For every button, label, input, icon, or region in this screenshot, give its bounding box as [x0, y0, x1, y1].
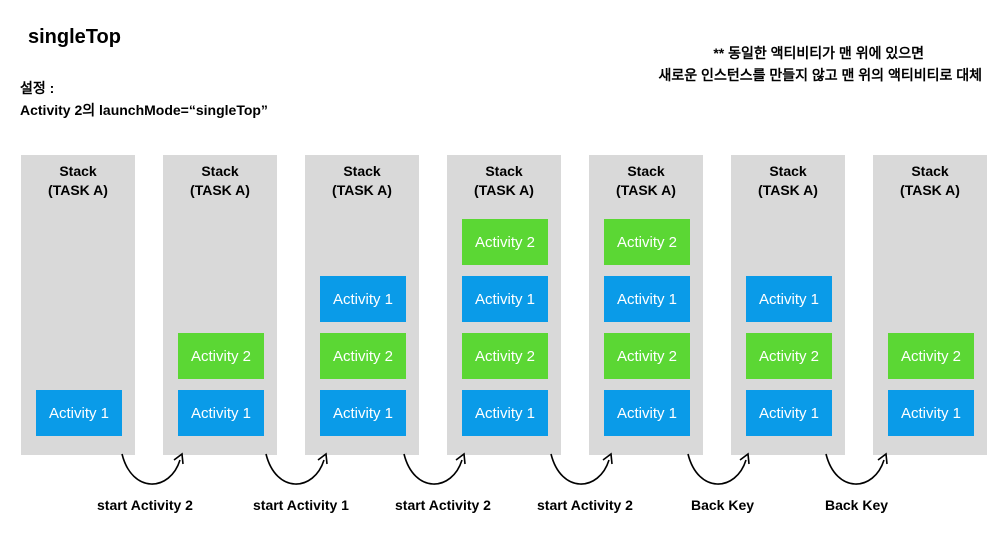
stack-title-line-2: (TASK A) [332, 182, 392, 198]
curved-arrow-icon [687, 452, 750, 485]
stack-5: Stack (TASK A) Activity 2 Activity 1 Activit… [589, 155, 703, 455]
diagram-title: singleTop [28, 26, 121, 48]
activity-box: Activity 1 [36, 390, 122, 436]
setting-label: 설정 : [20, 80, 55, 96]
activity-box: Activity 1 [746, 276, 832, 322]
activity-box: Activity 2 [462, 333, 548, 379]
activity-box: Activity 1 [604, 276, 690, 322]
stack-title-line-1: Stack [59, 163, 97, 179]
transition-label: Back Key [825, 497, 889, 513]
activity-box: Activity 2 [746, 333, 832, 379]
note-line-1: ** 동일한 액티비티가 맨 위에 있으면 [713, 45, 924, 61]
stack-title: Stack (TASK A) [163, 162, 277, 200]
stack-title-line-2: (TASK A) [758, 182, 818, 198]
activity-box: Activity 2 [462, 219, 548, 265]
curved-arrow-icon [825, 452, 888, 485]
transition-label: start Activity 2 [395, 497, 491, 513]
setting-value: Activity 2의 launchMode=“singleTop” [20, 102, 268, 118]
stack-title-line-2: (TASK A) [48, 182, 108, 198]
stack-title: Stack (TASK A) [447, 162, 561, 200]
stack-title: Stack (TASK A) [873, 162, 987, 200]
activity-box: Activity 1 [746, 390, 832, 436]
activity-box: Activity 2 [178, 333, 264, 379]
stack-title-line-2: (TASK A) [900, 182, 960, 198]
activity-box: Activity 1 [462, 276, 548, 322]
activity-box: Activity 1 [888, 390, 974, 436]
transition-label: start Activity 1 [253, 497, 349, 513]
activity-box: Activity 2 [320, 333, 406, 379]
setting-block: 설정 : Activity 2의 launchMode=“singleTop” [20, 77, 268, 121]
stack-title: Stack (TASK A) [305, 162, 419, 200]
stack-6: Stack (TASK A) Activity 1 Activity 2 Activit… [731, 155, 845, 455]
stack-3: Stack (TASK A) Activity 1 Activity 2 Activit… [305, 155, 419, 455]
stack-title-line-2: (TASK A) [190, 182, 250, 198]
stack-title-line-1: Stack [911, 163, 949, 179]
activity-box: Activity 1 [178, 390, 264, 436]
transition-label: Back Key [691, 497, 755, 513]
stack-title-line-1: Stack [343, 163, 381, 179]
activity-box: Activity 2 [604, 219, 690, 265]
stack-4: Stack (TASK A) Activity 2 Activity 1 Activit… [447, 155, 561, 455]
activity-box: Activity 2 [604, 333, 690, 379]
note-line-2: 새로운 인스턴스를 만들지 않고 맨 위의 액티비티로 대체 [658, 67, 982, 83]
activity-box: Activity 1 [320, 276, 406, 322]
stack-title-line-1: Stack [627, 163, 665, 179]
curved-arrow-icon [265, 452, 328, 485]
stack-title-line-1: Stack [201, 163, 239, 179]
transition-label: start Activity 2 [537, 497, 633, 513]
activity-box: Activity 1 [320, 390, 406, 436]
stack-title-line-2: (TASK A) [474, 182, 534, 198]
stack-title: Stack (TASK A) [731, 162, 845, 200]
stack-2: Stack (TASK A) Activity 2 Activity 1 [163, 155, 277, 455]
activity-box: Activity 1 [462, 390, 548, 436]
stack-title-line-1: Stack [485, 163, 523, 179]
stack-7: Stack (TASK A) Activity 2 Activity 1 [873, 155, 987, 455]
stack-1: Stack (TASK A) Activity 1 [21, 155, 135, 455]
curved-arrow-icon [550, 452, 613, 485]
activity-box: Activity 2 [888, 333, 974, 379]
note-block: ** 동일한 액티비티가 맨 위에 있으면 새로운 인스턴스를 만들지 않고 맨… [659, 42, 982, 86]
stack-title-line-2: (TASK A) [616, 182, 676, 198]
stack-title-line-1: Stack [769, 163, 807, 179]
curved-arrow-icon [121, 452, 184, 485]
stack-title: Stack (TASK A) [21, 162, 135, 200]
stack-title: Stack (TASK A) [589, 162, 703, 200]
transition-label: start Activity 2 [97, 497, 193, 513]
activity-box: Activity 1 [604, 390, 690, 436]
curved-arrow-icon [403, 452, 466, 485]
